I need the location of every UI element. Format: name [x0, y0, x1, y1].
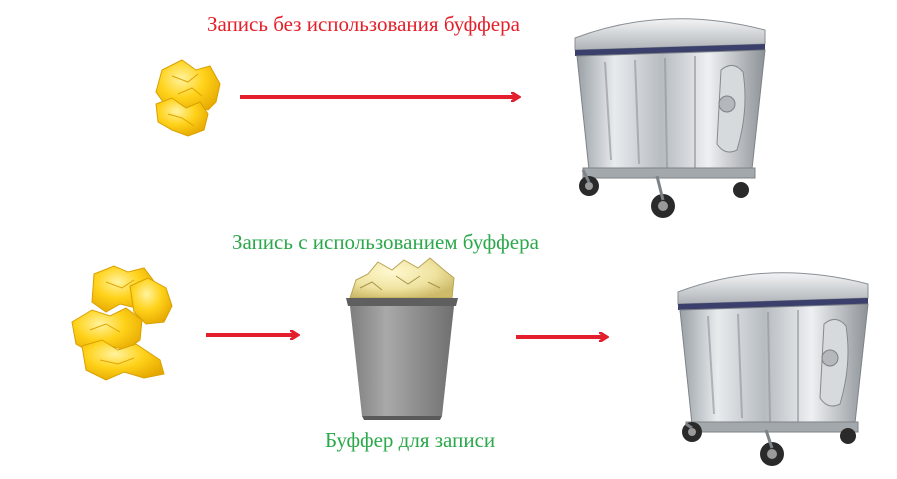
buffer-bin-icon	[346, 257, 458, 420]
caption-buffer-label: Буффер для записи	[325, 428, 496, 452]
crumpled-paper-icon	[155, 59, 221, 137]
waste-container-icon	[677, 272, 869, 466]
caption-with-buffer: Запись с использованием буффера	[232, 230, 539, 254]
crumpled-paper-pile-icon	[71, 265, 173, 381]
caption-without-buffer: Запись без использования буффера	[207, 12, 520, 36]
waste-container-icon	[574, 18, 766, 218]
